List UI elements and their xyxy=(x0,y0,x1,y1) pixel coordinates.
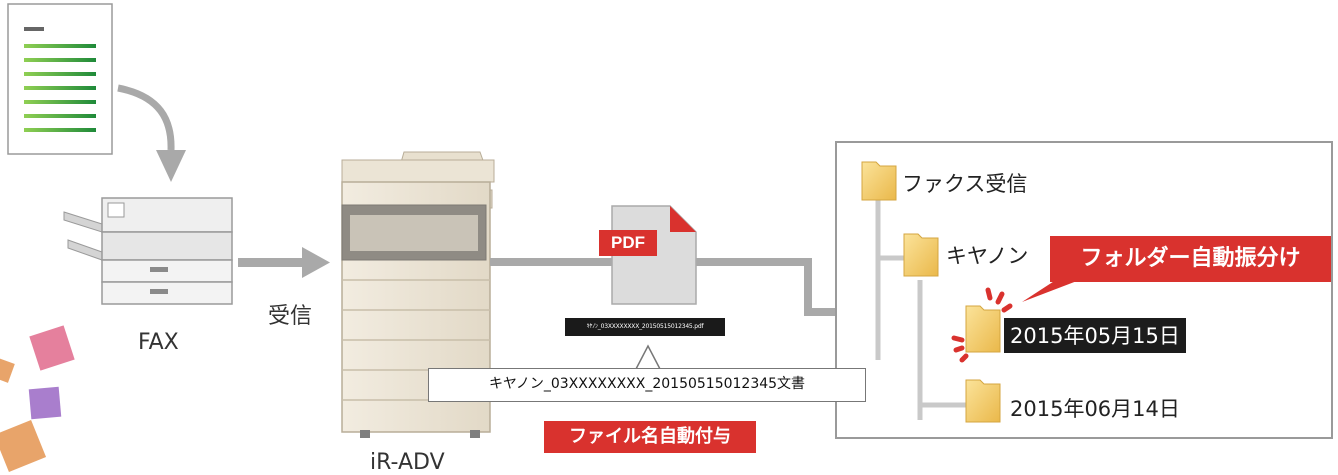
folder-icon-date-selected xyxy=(965,305,1001,353)
auto-filename-banner: ファイル名自動付与 xyxy=(544,421,756,453)
device-label: iR-ADV xyxy=(370,450,445,475)
banner-pointer-icon xyxy=(1022,276,1090,302)
tree-item-fax-received: ファクス受信 xyxy=(902,172,1028,196)
auto-folder-banner: フォルダー自動振分け xyxy=(1050,236,1331,282)
arrow-doc-to-fax-icon xyxy=(117,84,186,182)
pdf-badge: PDF xyxy=(599,230,657,256)
callout-pointer-icon xyxy=(635,344,661,370)
tree-item-date-selected: 2015年05月15日 xyxy=(1004,318,1186,353)
tree-item-canon: キヤノン xyxy=(946,244,1029,268)
receive-label: 受信 xyxy=(268,304,313,329)
folder-icon-fax-received xyxy=(861,161,897,201)
fax-machine-icon xyxy=(63,197,233,305)
fax-label: FAX xyxy=(138,330,179,355)
tree-item-date-other: 2015年06月14日 xyxy=(1010,397,1180,421)
arrow-fax-to-device-icon xyxy=(238,247,330,278)
filename-callout: キヤノン_03XXXXXXXX_20150515012345文書 xyxy=(428,368,866,402)
folder-icon-date-other xyxy=(965,379,1001,423)
fax-document-icon xyxy=(7,3,113,155)
tree-lines-icon xyxy=(875,200,966,420)
filename-small-label: ｷﾔﾉﾝ_03XXXXXXXX_20150515012345.pdf xyxy=(565,318,725,336)
folder-icon-canon xyxy=(903,233,939,277)
highlight-spark-icon xyxy=(951,287,1013,363)
confetti-decoration-icon xyxy=(0,325,75,473)
